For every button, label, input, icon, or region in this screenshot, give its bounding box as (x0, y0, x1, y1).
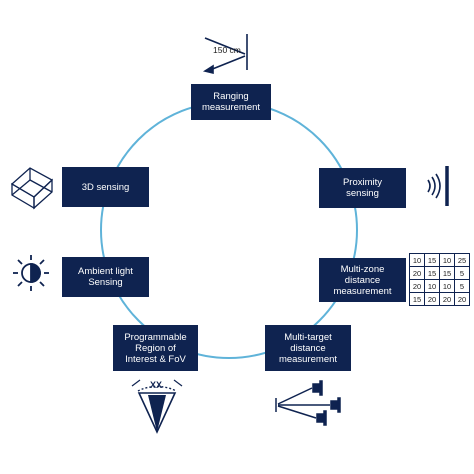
fov-cone-icon (131, 379, 183, 434)
multi-target-distance-node: Multi-target distance measurement (265, 325, 351, 371)
node-label: Proximity sensing (342, 177, 383, 199)
grid-cell: 5 (454, 266, 470, 280)
ranging-arrow-icon (202, 34, 248, 75)
3d-sensing-node: 3D sensing (62, 167, 149, 207)
grid-cell: 20 (424, 292, 440, 306)
node-label: Ambient light Sensing (78, 266, 133, 288)
grid-cell: 10 (439, 253, 455, 267)
proximity-sensing-node: Proximity sensing (319, 168, 406, 208)
grid-cell: 10 (409, 253, 425, 267)
programmable-roi-fov-node: Programmable Region of Interest & FoV (113, 325, 198, 371)
grid-cell: 15 (424, 253, 440, 267)
capability-ring (100, 101, 358, 359)
grid-cell: 10 (424, 279, 440, 293)
grid-cell: 10 (439, 279, 455, 293)
grid-cell: 15 (439, 266, 455, 280)
grid-cell: 5 (454, 279, 470, 293)
node-label: Multi-target distance measurement (278, 331, 338, 365)
grid-cell: 15 (424, 266, 440, 280)
ranging-distance-label: 150 cm (213, 45, 241, 55)
multi-zone-distance-node: Multi-zone distance measurement (319, 258, 406, 302)
grid-cell: 25 (454, 253, 470, 267)
ambient-light-sensing-node: Ambient light Sensing (62, 257, 149, 297)
cube-wireframe-icon (10, 167, 54, 210)
multitarget-arrows-icon (275, 380, 341, 426)
node-label: Ranging measurement (201, 91, 261, 113)
grid-cell: 20 (409, 266, 425, 280)
grid-cell: 20 (439, 292, 455, 306)
grid-cell: 20 (409, 279, 425, 293)
node-label: Programmable Region of Interest & FoV (124, 331, 187, 365)
node-label: 3D sensing (81, 181, 130, 193)
grid-cell: 15 (409, 292, 425, 306)
proximity-waves-icon (427, 166, 449, 206)
ranging-measurement-node: Ranging measurement (191, 84, 271, 120)
sun-half-icon (13, 255, 49, 291)
grid-cell: 20 (454, 292, 470, 306)
fov-label: XX (150, 380, 162, 390)
node-label: Multi-zone distance measurement (333, 263, 392, 297)
